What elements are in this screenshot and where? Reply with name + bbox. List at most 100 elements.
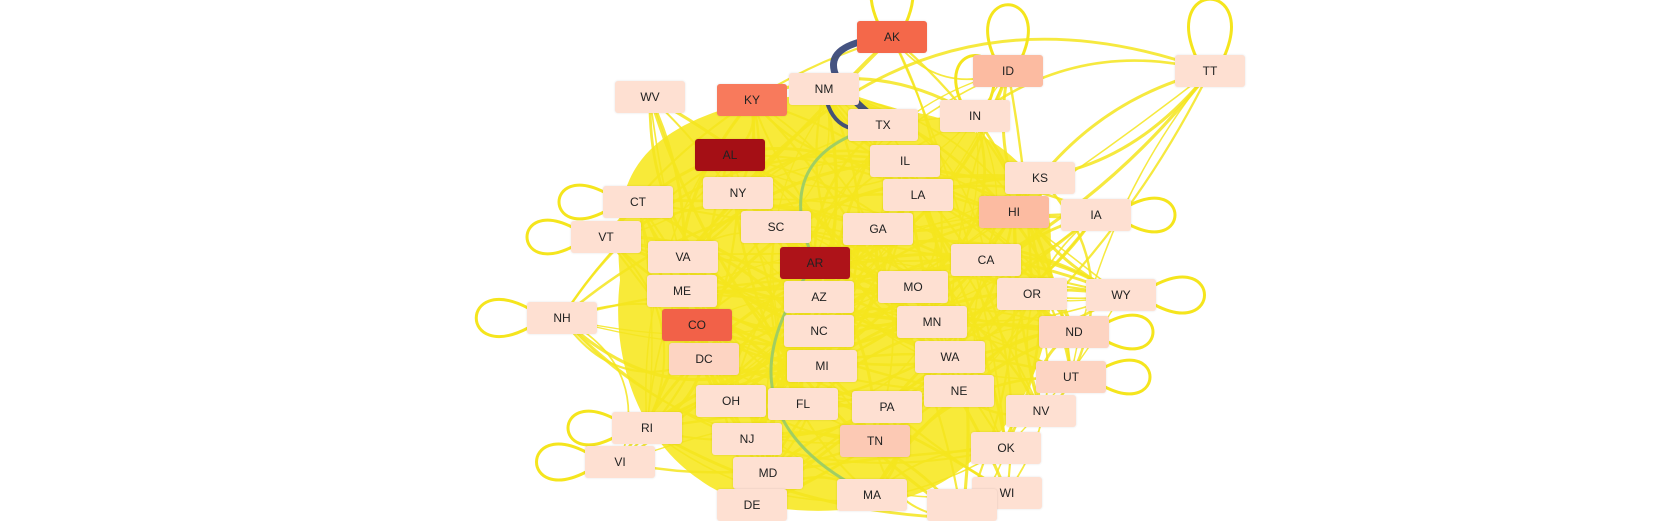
node-label: MA xyxy=(863,488,881,502)
node-label: NM xyxy=(814,82,834,96)
node-dc[interactable]: DC xyxy=(669,343,739,375)
node-label: CT xyxy=(630,195,646,209)
node-ut[interactable]: UT xyxy=(1036,361,1106,393)
node-va[interactable]: VA xyxy=(648,241,718,273)
node-md[interactable]: MD xyxy=(733,457,803,489)
node-label: DC xyxy=(695,352,713,366)
edge-CT-RI xyxy=(637,201,653,429)
node-label: NJ xyxy=(739,432,755,446)
node-label: GA xyxy=(869,222,887,236)
edge-WY-MI xyxy=(821,288,1122,368)
node-label: CO xyxy=(688,318,706,332)
node-label: FL xyxy=(795,397,810,411)
edge-SC-MA xyxy=(769,226,873,496)
node-tx[interactable]: TX xyxy=(848,109,918,141)
node-label: KY xyxy=(743,93,760,107)
edge-KS-UT xyxy=(1039,177,1093,378)
node-label: IN xyxy=(969,109,981,123)
node-de[interactable]: DE xyxy=(717,489,787,521)
edge-VT-RI xyxy=(605,236,666,429)
node-id[interactable]: ID xyxy=(973,55,1043,87)
node-ok[interactable]: OK xyxy=(971,432,1041,464)
node-label: WY xyxy=(1111,288,1131,302)
node-il[interactable]: IL xyxy=(870,145,940,177)
node-ms[interactable] xyxy=(927,489,997,521)
edge-IA-FL xyxy=(802,214,1098,406)
node-nj[interactable]: NJ xyxy=(712,423,782,455)
node-ma[interactable]: MA xyxy=(837,479,907,511)
node-nc[interactable]: NC xyxy=(784,315,854,347)
node-label: LA xyxy=(910,188,926,202)
self-loop-IA xyxy=(1129,196,1177,234)
node-hi[interactable]: HI xyxy=(979,196,1049,228)
node-label: NE xyxy=(950,384,968,398)
node-label: NV xyxy=(1032,404,1050,418)
node-label: ND xyxy=(1065,325,1083,339)
node-label: TT xyxy=(1202,64,1218,78)
node-label: IA xyxy=(1090,208,1102,222)
node-label: TN xyxy=(867,434,883,448)
node-oh[interactable]: OH xyxy=(696,385,766,417)
node-wa[interactable]: WA xyxy=(915,341,985,373)
node-or[interactable]: OR xyxy=(997,278,1067,310)
node-label: RI xyxy=(641,421,653,435)
self-loop-NH xyxy=(474,298,529,338)
node-ia[interactable]: IA xyxy=(1061,199,1131,231)
node-ky[interactable]: KY xyxy=(717,84,787,116)
edge-VA-OR xyxy=(682,252,1033,295)
node-wy[interactable]: WY xyxy=(1086,279,1156,311)
self-loop-ND xyxy=(1107,313,1155,351)
node-tt[interactable]: TT xyxy=(1175,55,1245,87)
node-sc[interactable]: SC xyxy=(741,211,811,243)
node-label: PA xyxy=(879,400,895,414)
node-in[interactable]: IN xyxy=(940,100,1010,132)
node-fl[interactable]: FL xyxy=(768,388,838,420)
self-loop-VT xyxy=(525,218,573,256)
self-loop-VI xyxy=(535,442,587,482)
node-mo[interactable]: MO xyxy=(878,271,948,303)
node-label: MN xyxy=(922,315,942,329)
node-wv[interactable]: WV xyxy=(615,81,685,113)
node-ca[interactable]: CA xyxy=(951,244,1021,276)
node-tn[interactable]: TN xyxy=(840,425,910,457)
node-mn[interactable]: MN xyxy=(897,306,967,338)
self-loop-ID xyxy=(986,3,1030,58)
node-label: MD xyxy=(758,466,778,480)
node-ak[interactable]: AK xyxy=(857,21,927,53)
node-nm[interactable]: NM xyxy=(789,73,859,105)
node-mi[interactable]: MI xyxy=(787,350,857,382)
edge-VT-MN xyxy=(605,235,933,324)
node-label: HI xyxy=(1008,205,1020,219)
node-nh[interactable]: NH xyxy=(527,302,597,334)
node-az[interactable]: AZ xyxy=(784,281,854,313)
node-label: TX xyxy=(875,118,891,132)
node-label: UT xyxy=(1063,370,1079,384)
node-label: AK xyxy=(883,30,900,44)
node-ga[interactable]: GA xyxy=(843,213,913,245)
node-nv[interactable]: NV xyxy=(1006,395,1076,427)
node-label: SC xyxy=(767,220,785,234)
node-me[interactable]: ME xyxy=(647,275,717,307)
node-al[interactable]: AL xyxy=(695,139,765,171)
node-vi[interactable]: VI xyxy=(585,446,655,478)
node-pa[interactable]: PA xyxy=(852,391,922,423)
node-label: WV xyxy=(640,90,660,104)
node-ar[interactable]: AR xyxy=(780,247,850,279)
node-label: WA xyxy=(940,350,960,364)
node-label: NH xyxy=(553,311,571,325)
node-co[interactable]: CO xyxy=(662,309,732,341)
edge-NH-NC xyxy=(560,316,820,381)
node-label: CA xyxy=(977,253,995,267)
node-ny[interactable]: NY xyxy=(703,177,773,209)
node-nd[interactable]: ND xyxy=(1039,316,1109,348)
node-ri[interactable]: RI xyxy=(612,412,682,444)
node-label: MO xyxy=(903,280,923,294)
node-label: ID xyxy=(1002,64,1014,78)
node-ne[interactable]: NE xyxy=(924,375,994,407)
node-vt[interactable]: VT xyxy=(571,221,641,253)
node-label: NY xyxy=(729,186,747,200)
edge-RI-MS xyxy=(646,426,963,520)
node-ct[interactable]: CT xyxy=(603,186,673,218)
node-ks[interactable]: KS xyxy=(1005,162,1075,194)
node-la[interactable]: LA xyxy=(883,179,953,211)
